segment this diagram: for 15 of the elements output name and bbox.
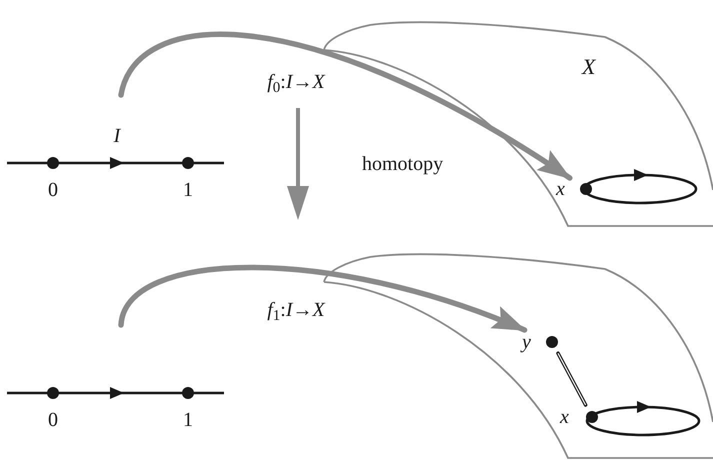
edge-label: f$_{1}$:I→X [266, 300, 326, 320]
arrow [118, 264, 528, 333]
text-label: I [114, 126, 120, 146]
text-label: 0 [48, 410, 58, 430]
edge-label: f$_{0}$:I→X [266, 72, 326, 92]
connector-line [556, 352, 588, 407]
text-label: 1 [183, 410, 193, 430]
point-label: y [522, 332, 531, 352]
text-label: 1 [183, 180, 193, 200]
point-label: x [556, 179, 565, 199]
text-label: homotopy [362, 154, 444, 174]
point-label: x [560, 407, 569, 427]
space-label: X [582, 56, 596, 78]
arrow [118, 32, 573, 181]
text-label: 0 [48, 180, 58, 200]
